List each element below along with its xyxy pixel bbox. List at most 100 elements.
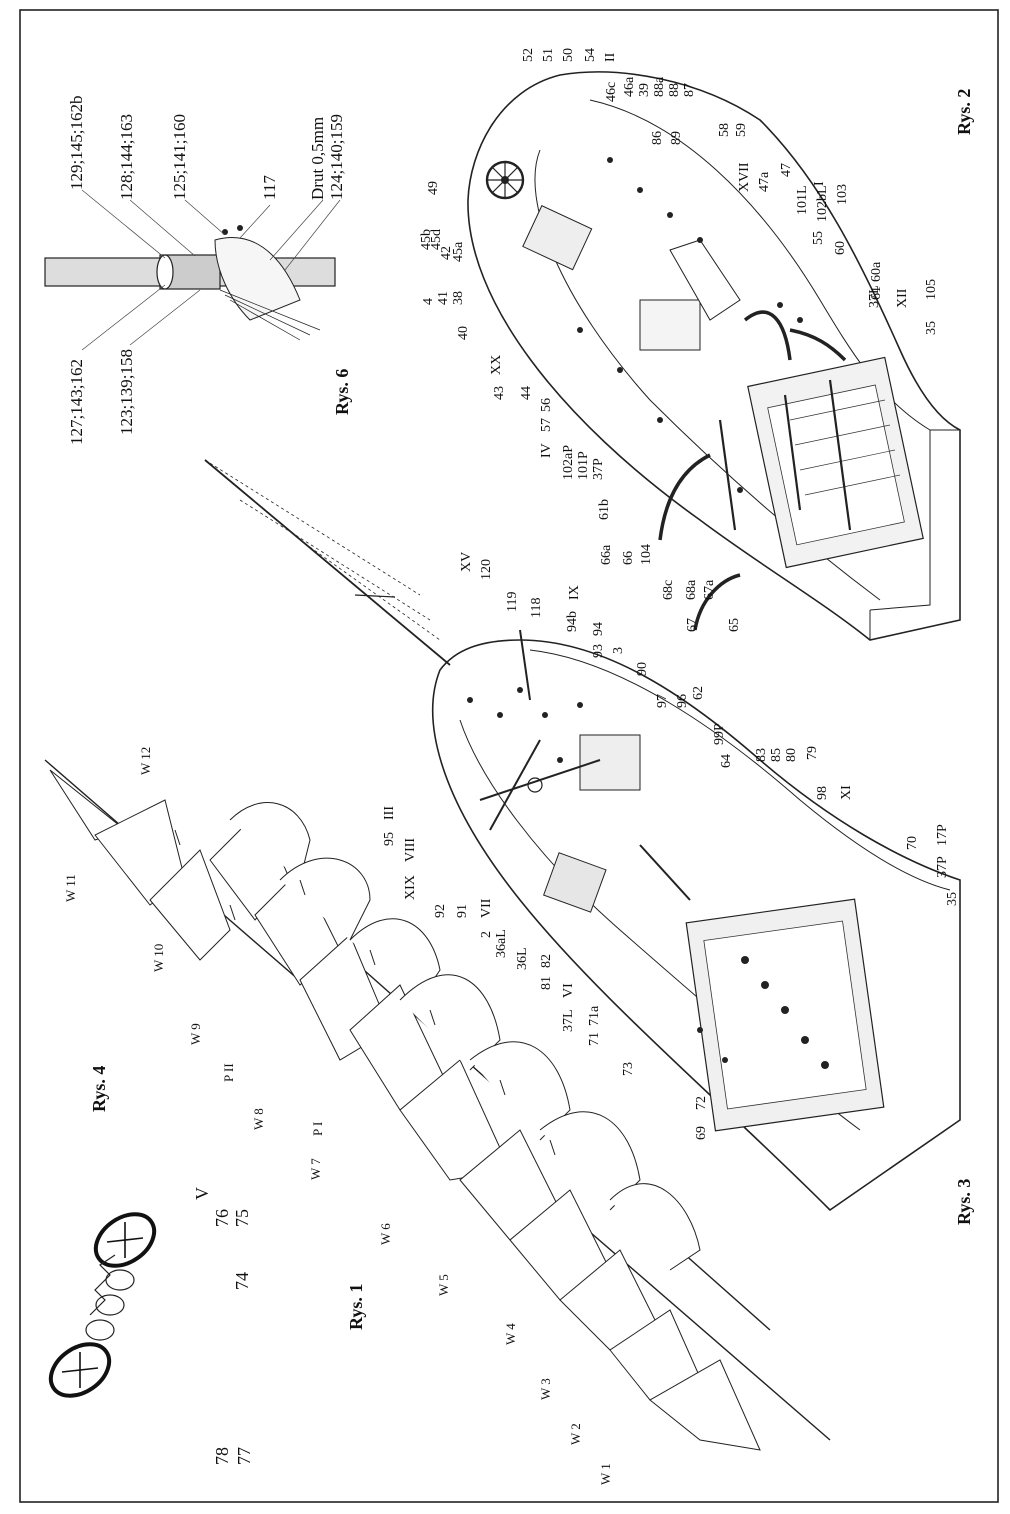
- rys3-label: 71a: [587, 1005, 602, 1026]
- rys1-sail-plan: [44, 759, 831, 1451]
- rys2-labels: 52 51 50 54 II 46c 46a 39 88a 88 87 86 8…: [419, 48, 939, 632]
- rys3-label: 99P: [712, 723, 727, 745]
- rys2-label: 104: [639, 544, 654, 565]
- rys1-label: W 4: [503, 1323, 518, 1345]
- rys3-title: Rys. 3: [954, 1179, 974, 1225]
- rys3-label: 94b: [565, 611, 580, 632]
- rys2-label: 88: [667, 83, 682, 97]
- rys2-label: XX: [489, 355, 504, 375]
- rys2-label: 54: [583, 48, 598, 62]
- rys3-label: 37L: [561, 1009, 576, 1032]
- rys2-label: 47: [779, 163, 794, 177]
- rys2-label: 52: [521, 48, 536, 62]
- rys3-label: 73: [621, 1062, 636, 1076]
- rys3-labels: XV 120 119 118 IX 94b 93 94 3 90 97 96 6…: [382, 552, 960, 1140]
- rys2-label: XII: [895, 288, 910, 308]
- rys3-label: 119: [505, 592, 520, 612]
- rys2-label: 40: [456, 326, 471, 340]
- rys1-label: P II: [221, 1063, 236, 1082]
- rys2-label: 37L: [867, 285, 882, 308]
- rys6-label: 128;144;163: [117, 114, 136, 200]
- rys2-label: 89: [669, 131, 684, 145]
- rys3-label: 3: [611, 647, 626, 654]
- rys2-label: 47a: [757, 171, 772, 192]
- rys3-label: XIX: [403, 875, 418, 900]
- rys3-label: VIII: [403, 838, 418, 862]
- rys2-label: 103: [835, 184, 850, 205]
- rys4-label: 74: [232, 1272, 252, 1290]
- rys1-label: W 3: [538, 1378, 553, 1400]
- rys3-label: 70: [905, 836, 920, 850]
- rys3-label: 95: [382, 832, 397, 846]
- rys3-label: 85: [769, 748, 784, 762]
- rys2-label: 68c: [661, 580, 676, 600]
- rys2-label: 59: [734, 123, 749, 137]
- rys1-label: P I: [310, 1122, 325, 1136]
- rys1-label: W 9: [188, 1023, 203, 1045]
- rys2-label: 87: [682, 83, 697, 97]
- rys2-label: 60: [833, 241, 848, 255]
- rys1-label: W 7: [308, 1158, 323, 1180]
- rys4-label: V: [192, 1187, 212, 1200]
- rys2-label: 61b: [597, 499, 612, 520]
- rys2-label: 101P: [576, 451, 591, 480]
- rys2-label: 43: [492, 386, 507, 400]
- rys3-label: 90: [635, 662, 650, 676]
- rys3-label: 64: [719, 754, 734, 768]
- rys2-label: 86: [650, 131, 665, 145]
- rys2-label: 57: [539, 418, 554, 432]
- rys2-label: 102bL: [815, 185, 830, 222]
- rys3-label: 94: [591, 622, 606, 636]
- rys2-label: 67: [685, 618, 700, 632]
- rys2-label: 68a: [684, 579, 699, 600]
- rys2-label: 50: [561, 48, 576, 62]
- rys2-label: 102aP: [561, 445, 576, 480]
- rys2-label: 66: [621, 551, 636, 565]
- rys2-label: 38: [451, 291, 466, 305]
- rys4-wheels: [48, 1212, 157, 1398]
- rys6-label: 117: [260, 175, 279, 200]
- rys6-label: 129;145;162b: [67, 96, 86, 190]
- rys6-label: 125;141;160: [170, 114, 189, 200]
- rys2-label: 60a: [869, 261, 884, 282]
- rys3-label: 2: [479, 931, 494, 938]
- rys3-label: 92: [433, 904, 448, 918]
- rys3-label: 69: [694, 1126, 709, 1140]
- rys3-label: 71: [587, 1032, 602, 1046]
- rys1-label: W 11: [63, 874, 78, 902]
- rys3-label: XI: [839, 785, 854, 800]
- rys3-label: 36L: [515, 947, 530, 970]
- rys3-label: 93: [591, 644, 606, 658]
- rys2-label: 44: [519, 386, 534, 400]
- rys3-label: 81: [539, 976, 554, 990]
- rys2-label: 56: [539, 398, 554, 412]
- rys3-label: III: [382, 806, 397, 820]
- rys1-label: W 6: [378, 1223, 393, 1245]
- rys3-label: VI: [561, 983, 576, 998]
- rys2-label: 66a: [599, 544, 614, 565]
- rys2-label: 4: [421, 298, 436, 305]
- rys1-label: W 10: [151, 944, 166, 972]
- rys2-label: 101L: [795, 185, 810, 215]
- rys3-label: 120: [479, 559, 494, 580]
- rys2-label: I: [812, 181, 827, 186]
- rys3-label: 72: [694, 1096, 709, 1110]
- rys2-label: 65: [727, 618, 742, 632]
- rys3-label: 91: [455, 904, 470, 918]
- rys2-label: XVII: [737, 162, 752, 192]
- rys6-title: Rys. 6: [332, 369, 352, 415]
- rys3-label: 62: [691, 686, 706, 700]
- page-frame: [19, 9, 999, 1503]
- rys2-label: 67a: [702, 579, 717, 600]
- rys3-label: 37P: [935, 856, 950, 878]
- rys2-label: 37P: [591, 458, 606, 480]
- rys1-label: W 12: [138, 747, 153, 775]
- rys4-title: Rys. 4: [89, 1066, 109, 1112]
- rys1-label: W 2: [568, 1423, 583, 1445]
- rys3-label: 98: [815, 786, 830, 800]
- rys6-label: Drut 0,5mm: [308, 117, 327, 200]
- rys3-hull-drawing: [204, 459, 961, 1212]
- rys2-label: 45a: [451, 241, 466, 262]
- rys2-label: 41: [436, 291, 451, 305]
